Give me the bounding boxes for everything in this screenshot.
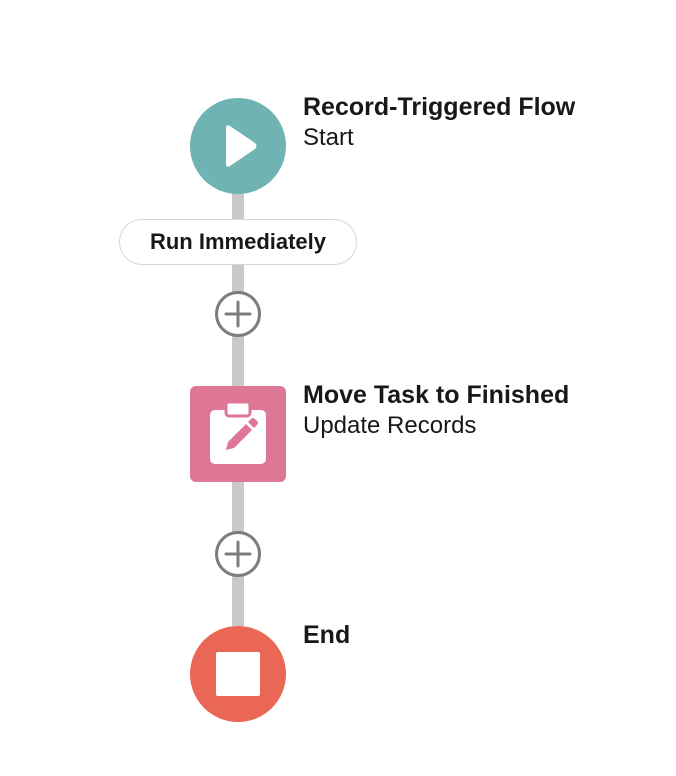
stop-icon [216,652,260,696]
start-node-subtitle: Start [303,124,354,151]
add-element-button[interactable] [214,290,262,338]
add-element-button[interactable] [214,530,262,578]
update-node-subtitle: Update Records [303,412,477,439]
update-records-node[interactable] [190,386,286,482]
play-icon [226,125,257,167]
run-immediately-path-label[interactable]: Run Immediately [119,219,357,265]
plus-circle-icon [215,531,261,577]
clipboard-edit-icon [210,400,266,464]
start-node-title: Record-Triggered Flow [303,93,576,121]
end-node-label: End [303,620,350,650]
end-node[interactable] [190,626,286,722]
start-node[interactable] [190,98,286,194]
end-node-title: End [303,621,351,649]
plus-circle-icon [215,291,261,337]
start-node-label: Record-Triggered Flow Start [303,92,575,154]
update-node-label: Move Task to Finished Update Records [303,380,569,442]
connector-start-to-pill [232,194,244,220]
update-node-title: Move Task to Finished [303,381,570,409]
